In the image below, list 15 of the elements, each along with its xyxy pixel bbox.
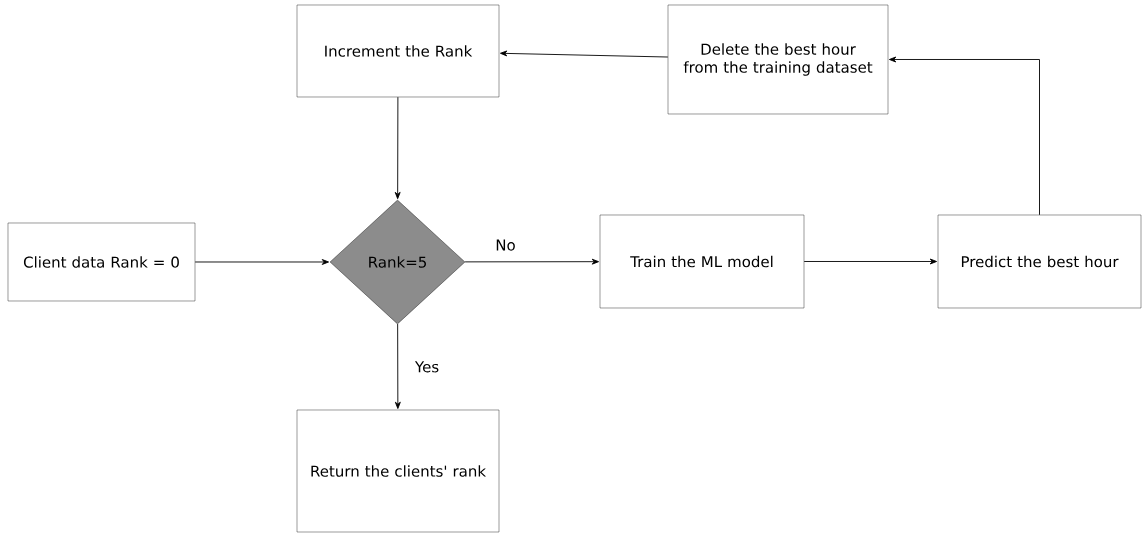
process-box: Train the ML model [599,214,805,309]
arrow [394,323,401,409]
arrow [803,258,938,265]
process-box: Predict the best hour [937,214,1142,309]
edge-label: Yes [413,360,441,374]
process-box: Client data Rank = 0 [7,222,196,302]
arrow [194,259,329,265]
process-box: Delete the best hour from the training dataset [667,4,889,115]
arrow [889,56,1040,216]
process-box: Return the clients' rank [296,409,500,533]
arrow [394,96,401,200]
arrow [464,258,599,265]
arrow [500,50,669,58]
process-box: Increment the Rank [296,4,500,98]
edge-label: No [494,238,517,252]
